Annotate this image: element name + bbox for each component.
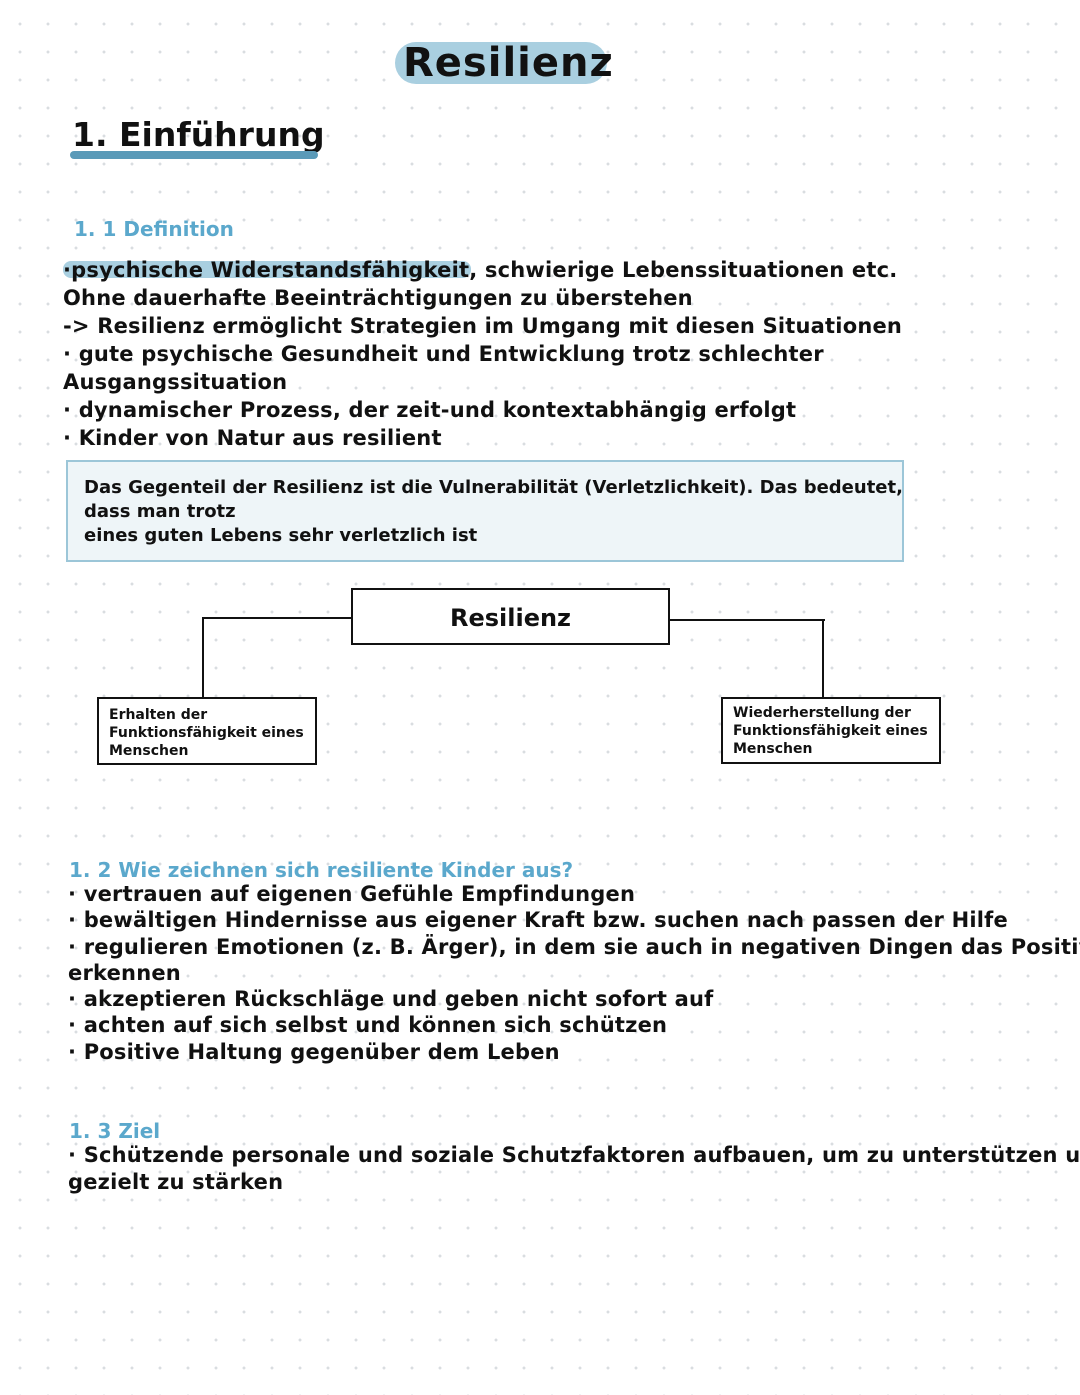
diagram-left-line: Menschen — [109, 743, 189, 759]
definition-line: · gute psychische Gesundheit und Entwick… — [63, 342, 824, 366]
note-line: eines guten Lebens sehr verletzlich ist — [84, 525, 478, 546]
definition-highlight — [63, 261, 471, 278]
diagram-left-box: Erhalten der Funktionsfähigkeit eines Me… — [97, 697, 317, 765]
note-line: Das Gegenteil der Resilienz ist die Vuln… — [84, 477, 903, 498]
diagram-right-line: Menschen — [733, 741, 813, 757]
definition-line: ·psychische Widerstandsfähigkeit, schwie… — [63, 258, 898, 282]
section-heading: 1. Einführung — [72, 115, 325, 154]
definition-line: · Kinder von Natur aus resilient — [63, 426, 442, 450]
resilient-kids-heading: 1. 2 Wie zeichnen sich resiliente Kinder… — [69, 858, 574, 882]
diagram-center-box: Resilienz — [351, 588, 670, 645]
definition-line: Ohne dauerhafte Beeinträchtigungen zu üb… — [63, 286, 693, 310]
diagram-right-text: Wiederherstellung der Funktionsfähigkeit… — [733, 704, 928, 758]
resilient-kids-list: · vertrauen auf eigenen Gefühle Empfindu… — [68, 881, 1080, 1065]
diagram-left-line: Funktionsfähigkeit eines — [109, 725, 304, 741]
definition-line: · dynamischer Prozess, der zeit-und kont… — [63, 398, 797, 422]
resilient-kids-line: erkennen — [68, 960, 181, 985]
vulnerability-note-box: Das Gegenteil der Resilienz ist die Vuln… — [66, 460, 904, 562]
page-title-block: Resilienz — [395, 40, 614, 86]
definition-line: Ausgangssituation — [63, 370, 288, 394]
goal-heading: 1. 3 Ziel — [69, 1119, 161, 1143]
definition-heading: 1. 1 Definition — [74, 217, 234, 241]
diagram-center-label: Resilienz — [449, 604, 572, 632]
page-title: Resilienz — [403, 40, 614, 86]
note-line: dass man trotz — [84, 501, 236, 522]
connector-left-horizontal — [203, 617, 353, 619]
connector-left-vertical — [202, 617, 204, 698]
diagram-right-box: Wiederherstellung der Funktionsfähigkeit… — [721, 697, 941, 764]
section-heading-underline — [70, 151, 318, 159]
resilient-kids-line: · vertrauen auf eigenen Gefühle Empfindu… — [68, 882, 636, 906]
resilient-kids-line: · akzeptieren Rückschläge und geben nich… — [68, 987, 714, 1012]
diagram-left-text: Erhalten der Funktionsfähigkeit eines Me… — [109, 706, 304, 760]
title-highlight — [395, 42, 607, 84]
diagram-right-line: Funktionsfähigkeit eines — [733, 723, 928, 739]
connector-right-vertical — [822, 619, 824, 698]
resilient-kids-line: · achten auf sich selbst und können sich… — [68, 1013, 668, 1038]
connector-right-horizontal — [668, 619, 825, 621]
definition-line: -> Resilienz ermöglicht Strategien im Um… — [63, 314, 903, 338]
vulnerability-note-text: Das Gegenteil der Resilienz ist die Vuln… — [84, 476, 903, 548]
goal-line: · Schützende personale und soziale Schut… — [68, 1143, 1080, 1167]
resilient-kids-line: · bewältigen Hindernisse aus eigener Kra… — [68, 908, 1008, 933]
resilient-kids-line: · Positive Haltung gegenüber dem Leben — [68, 1039, 560, 1064]
goal-line: gezielt zu stärken — [68, 1170, 284, 1194]
diagram-right-line: Wiederherstellung der — [733, 705, 911, 721]
definition-list: ·psychische Widerstandsfähigkeit, schwie… — [63, 256, 902, 452]
resilient-kids-line: · regulieren Emotionen (z. B. Ärger), in… — [68, 934, 1080, 959]
diagram-left-line: Erhalten der — [109, 707, 208, 723]
goal-list: · Schützende personale und soziale Schut… — [68, 1142, 1080, 1196]
